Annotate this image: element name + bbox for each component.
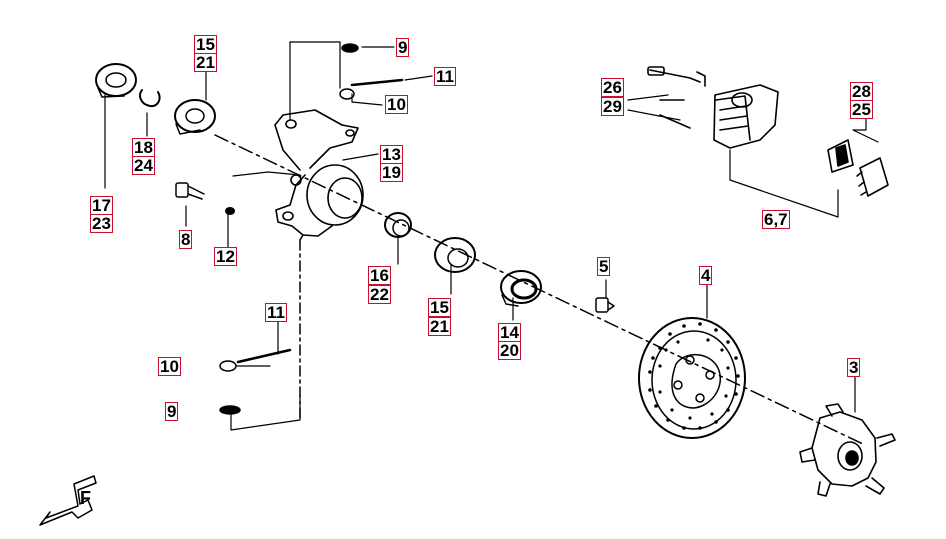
seal-part-14 <box>500 270 542 307</box>
washer-part-9-upper <box>341 43 359 53</box>
label-12: 12 <box>214 247 237 266</box>
front-mark-text: F <box>80 488 91 508</box>
bolt-part-8 <box>175 182 205 200</box>
label-17: 17 <box>90 196 113 215</box>
label-15-lower: 15 <box>428 298 451 317</box>
bolt-part-11-upper <box>350 78 404 87</box>
label-26: 26 <box>601 78 624 97</box>
knuckle-part-13 <box>274 109 364 241</box>
label-18: 18 <box>132 138 155 157</box>
front-arrow-icon: F <box>39 475 97 526</box>
label-23: 23 <box>90 214 113 233</box>
label-14: 14 <box>498 323 521 342</box>
bolt-part-11-lower <box>236 348 292 364</box>
bearing-part-15-lower <box>434 237 476 273</box>
label-21-upper: 21 <box>194 53 217 72</box>
label-11-upper: 11 <box>434 67 456 86</box>
label-9-lower: 9 <box>165 402 179 421</box>
nut-part-10-upper <box>339 88 355 100</box>
label-5: 5 <box>597 257 611 276</box>
label-24: 24 <box>132 156 155 175</box>
label-22: 22 <box>368 285 391 304</box>
bolt-part-5 <box>595 297 615 313</box>
wheel-hub-part-3 <box>799 403 896 497</box>
label-15-upper: 15 <box>194 35 217 54</box>
caliper-part-6-7 <box>647 66 779 149</box>
bearing-part-15-upper <box>174 99 216 135</box>
label-4: 4 <box>699 266 713 285</box>
label-10-upper: 10 <box>385 95 408 114</box>
label-21-lower: 21 <box>428 317 451 336</box>
brake-pads-part-28-25 <box>827 139 889 197</box>
label-9-upper: 9 <box>396 38 410 57</box>
label-10-lower: 10 <box>158 357 181 376</box>
nut-part-10-lower <box>219 360 237 372</box>
label-25: 25 <box>850 100 873 119</box>
seal-part-17 <box>95 63 137 98</box>
label-13: 13 <box>380 145 403 164</box>
label-28: 28 <box>850 82 873 101</box>
label-19: 19 <box>380 163 403 182</box>
label-29: 29 <box>601 97 624 116</box>
leader-lines <box>104 41 879 431</box>
label-8: 8 <box>179 230 193 249</box>
circlip-part-18 <box>139 89 161 108</box>
label-3: 3 <box>847 358 861 377</box>
spacer-part-16 <box>384 212 412 238</box>
washer-part-12 <box>225 207 235 215</box>
label-16: 16 <box>368 266 391 285</box>
washer-part-9-lower <box>219 405 241 415</box>
label-11-lower: 11 <box>265 303 287 322</box>
label-20: 20 <box>498 341 521 360</box>
label-6-7: 6,7 <box>762 210 790 229</box>
brake-disc-part-4 <box>638 317 746 439</box>
